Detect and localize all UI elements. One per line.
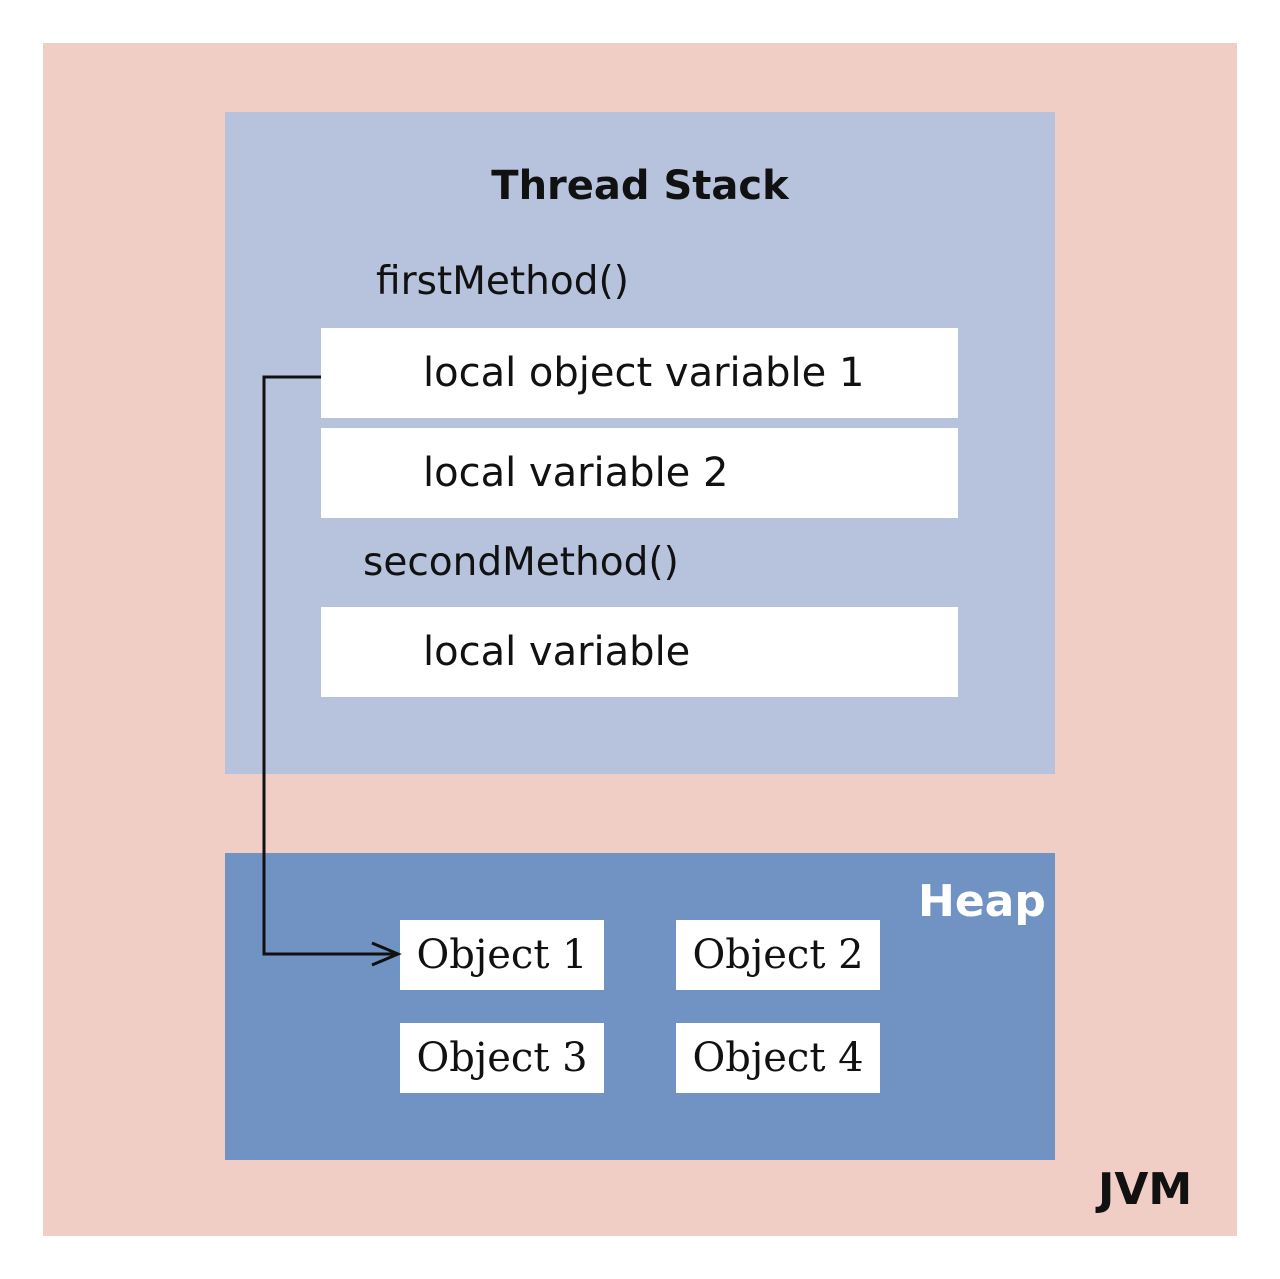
stack-variable-slot: local object variable 1 <box>321 328 958 418</box>
variable-label: local variable 2 <box>423 450 729 496</box>
heap-title: Heap <box>918 876 1046 927</box>
jvm-label: JVM <box>1098 1164 1193 1215</box>
heap-object: Object 2 <box>676 920 880 990</box>
first-method-label: firstMethod() <box>376 259 629 304</box>
variable-label: local object variable 1 <box>423 350 865 396</box>
heap-object: Object 3 <box>400 1023 604 1093</box>
second-method-label: secondMethod() <box>363 540 679 585</box>
thread-stack-title: Thread Stack <box>491 163 789 209</box>
variable-label: local variable <box>423 629 691 675</box>
stack-variable-slot: local variable 2 <box>321 428 958 518</box>
heap-object: Object 1 <box>400 920 604 990</box>
heap-object: Object 4 <box>676 1023 880 1093</box>
stack-variable-slot: local variable <box>321 607 958 697</box>
